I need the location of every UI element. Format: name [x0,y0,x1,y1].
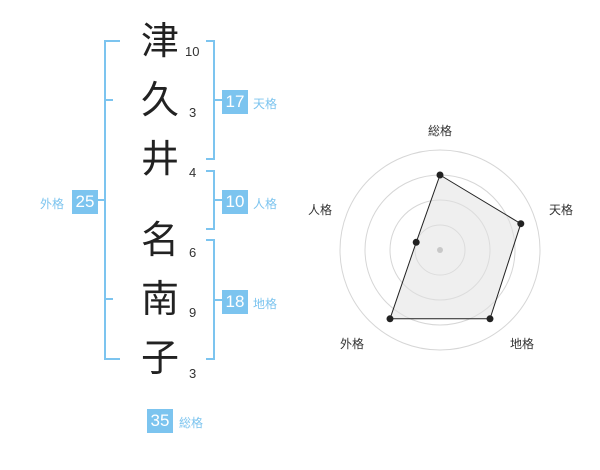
gaikaku-label: 外格 [40,197,65,211]
radar-point-4 [386,315,394,323]
stroke-count-6: 3 [189,366,197,381]
name-char-5: 南 [140,277,179,321]
name-char-4: 名 [140,218,179,262]
radar-center-dot [437,247,443,253]
soukaku-label: 総格 [179,416,204,430]
jinkaku-bracket [206,170,222,230]
gaikaku-badge: 25 [72,190,98,214]
name-char-1: 津 [140,19,179,63]
radar-label-tenkaku: 天格 [549,203,574,217]
soukaku-badge: 35 [147,409,173,433]
jinkaku-badge: 10 [222,190,248,214]
stroke-count-3: 4 [189,165,197,180]
name-char-6: 子 [140,336,179,380]
radar-polygon [389,174,522,320]
tenkaku-label: 天格 [253,97,278,111]
radar-ring-4 [339,149,541,351]
radar-label-gaikaku: 外格 [340,337,365,351]
jinkaku-label: 人格 [253,197,278,211]
radar-label-soukaku: 総格 [428,124,453,138]
tenkaku-bracket [206,40,222,160]
stroke-count-1: 10 [185,44,200,59]
radar-label-chikaku: 地格 [510,337,535,351]
radar-point-5 [412,238,420,246]
radar-point-3 [486,315,494,323]
name-char-2: 久 [140,78,179,122]
name-char-3: 井 [140,137,179,181]
chikaku-badge: 18 [222,290,248,314]
chikaku-label: 地格 [253,297,278,311]
stroke-count-5: 9 [189,305,197,320]
stroke-count-2: 3 [189,105,197,120]
tenkaku-badge: 17 [222,90,248,114]
chikaku-bracket [206,239,222,360]
radar-point-1 [436,171,444,179]
gaikaku-bracket [97,40,120,360]
radar-label-jinkaku: 人格 [308,203,333,217]
radar-point-2 [517,220,525,228]
stroke-count-4: 6 [189,245,197,260]
